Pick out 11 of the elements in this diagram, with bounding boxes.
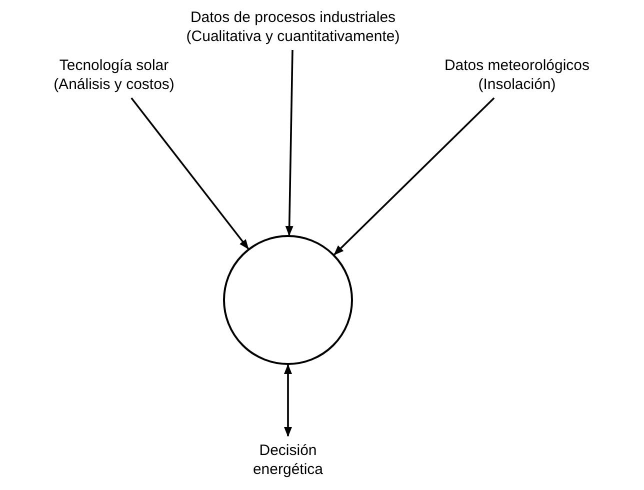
arrow xyxy=(130,97,249,250)
arrow xyxy=(334,97,495,256)
node-label: (Cualitativa y cuantitativamente) xyxy=(186,27,400,46)
node-label: (Insolación) xyxy=(478,75,556,94)
node-label: (Análisis y costos) xyxy=(54,75,174,94)
arrow xyxy=(284,364,292,437)
node-label: Datos de procesos industriales xyxy=(190,8,396,27)
node-label: Decisión energética xyxy=(252,441,324,479)
node-label: Tecnología solar xyxy=(59,56,169,75)
arrow xyxy=(285,50,294,236)
node-label: Datos meteorológicos xyxy=(444,56,590,75)
